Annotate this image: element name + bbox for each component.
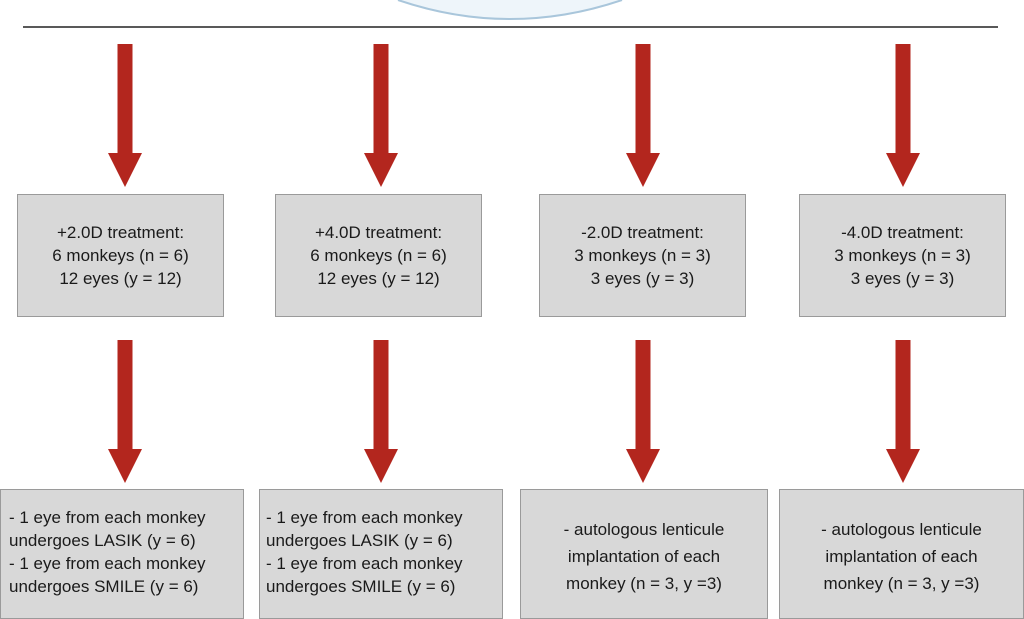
- down-arrow-row1-col4: [886, 44, 920, 187]
- procedure-line: undergoes SMILE (y = 6): [266, 577, 456, 596]
- procedure-line: monkey (n = 3, y =3): [823, 574, 980, 593]
- procedure-box-plus-4d: - 1 eye from each monkey undergoes LASIK…: [259, 489, 503, 619]
- treatment-title: -4.0D treatment:: [841, 223, 964, 242]
- treatment-title: -2.0D treatment:: [581, 223, 704, 242]
- procedure-line: - 1 eye from each monkey: [9, 508, 206, 527]
- procedure-line: - autologous lenticule: [821, 520, 982, 539]
- down-arrow-row2-col1: [108, 340, 142, 483]
- treatment-monkeys: 6 monkeys (n = 6): [310, 246, 447, 265]
- treatment-title: +2.0D treatment:: [56, 223, 185, 242]
- treatment-eyes: 12 eyes (y = 12): [317, 269, 440, 288]
- procedure-line: undergoes LASIK (y = 6): [9, 531, 196, 550]
- treatment-monkeys: 3 monkeys (n = 3): [834, 246, 971, 265]
- down-arrow-row1-col1: [108, 44, 142, 187]
- arrows-group: [108, 44, 920, 483]
- procedure-line: undergoes SMILE (y = 6): [9, 577, 199, 596]
- down-arrow-row2-col3: [626, 340, 660, 483]
- procedure-box-minus-4d: - autologous lenticule implantation of e…: [779, 489, 1024, 619]
- treatment-title: +4.0D treatment:: [314, 223, 443, 242]
- treatment-box-minus-2d: -2.0D treatment: 3 monkeys (n = 3) 3 eye…: [539, 194, 746, 317]
- treatment-eyes: 3 eyes (y = 3): [850, 269, 955, 288]
- treatment-monkeys: 3 monkeys (n = 3): [574, 246, 711, 265]
- down-arrow-row1-col3: [626, 44, 660, 187]
- procedure-box-minus-2d: - autologous lenticule implantation of e…: [520, 489, 768, 619]
- treatment-box-plus-2d: +2.0D treatment: 6 monkeys (n = 6) 12 ey…: [17, 194, 224, 317]
- treatment-eyes: 3 eyes (y = 3): [590, 269, 695, 288]
- procedure-line: implantation of each: [567, 547, 721, 566]
- down-arrow-row2-col4: [886, 340, 920, 483]
- treatment-box-plus-4d: +4.0D treatment: 6 monkeys (n = 6) 12 ey…: [275, 194, 482, 317]
- procedure-line: implantation of each: [825, 547, 978, 566]
- treatment-monkeys: 6 monkeys (n = 6): [52, 246, 189, 265]
- procedure-box-plus-2d: - 1 eye from each monkey undergoes LASIK…: [0, 489, 244, 619]
- down-arrow-row1-col2: [364, 44, 398, 187]
- procedure-line: monkey (n = 3, y =3): [566, 574, 722, 593]
- procedure-line: - autologous lenticule: [563, 520, 725, 539]
- procedure-line: - 1 eye from each monkey: [266, 554, 463, 573]
- top-ellipse-edge: [397, 0, 623, 20]
- procedure-line: - 1 eye from each monkey: [266, 508, 463, 527]
- treatment-box-minus-4d: -4.0D treatment: 3 monkeys (n = 3) 3 eye…: [799, 194, 1006, 317]
- procedure-line: - 1 eye from each monkey: [9, 554, 206, 573]
- treatment-eyes: 12 eyes (y = 12): [59, 269, 182, 288]
- procedure-line: undergoes LASIK (y = 6): [266, 531, 453, 550]
- flowchart-canvas: [23, 0, 998, 483]
- down-arrow-row2-col2: [364, 340, 398, 483]
